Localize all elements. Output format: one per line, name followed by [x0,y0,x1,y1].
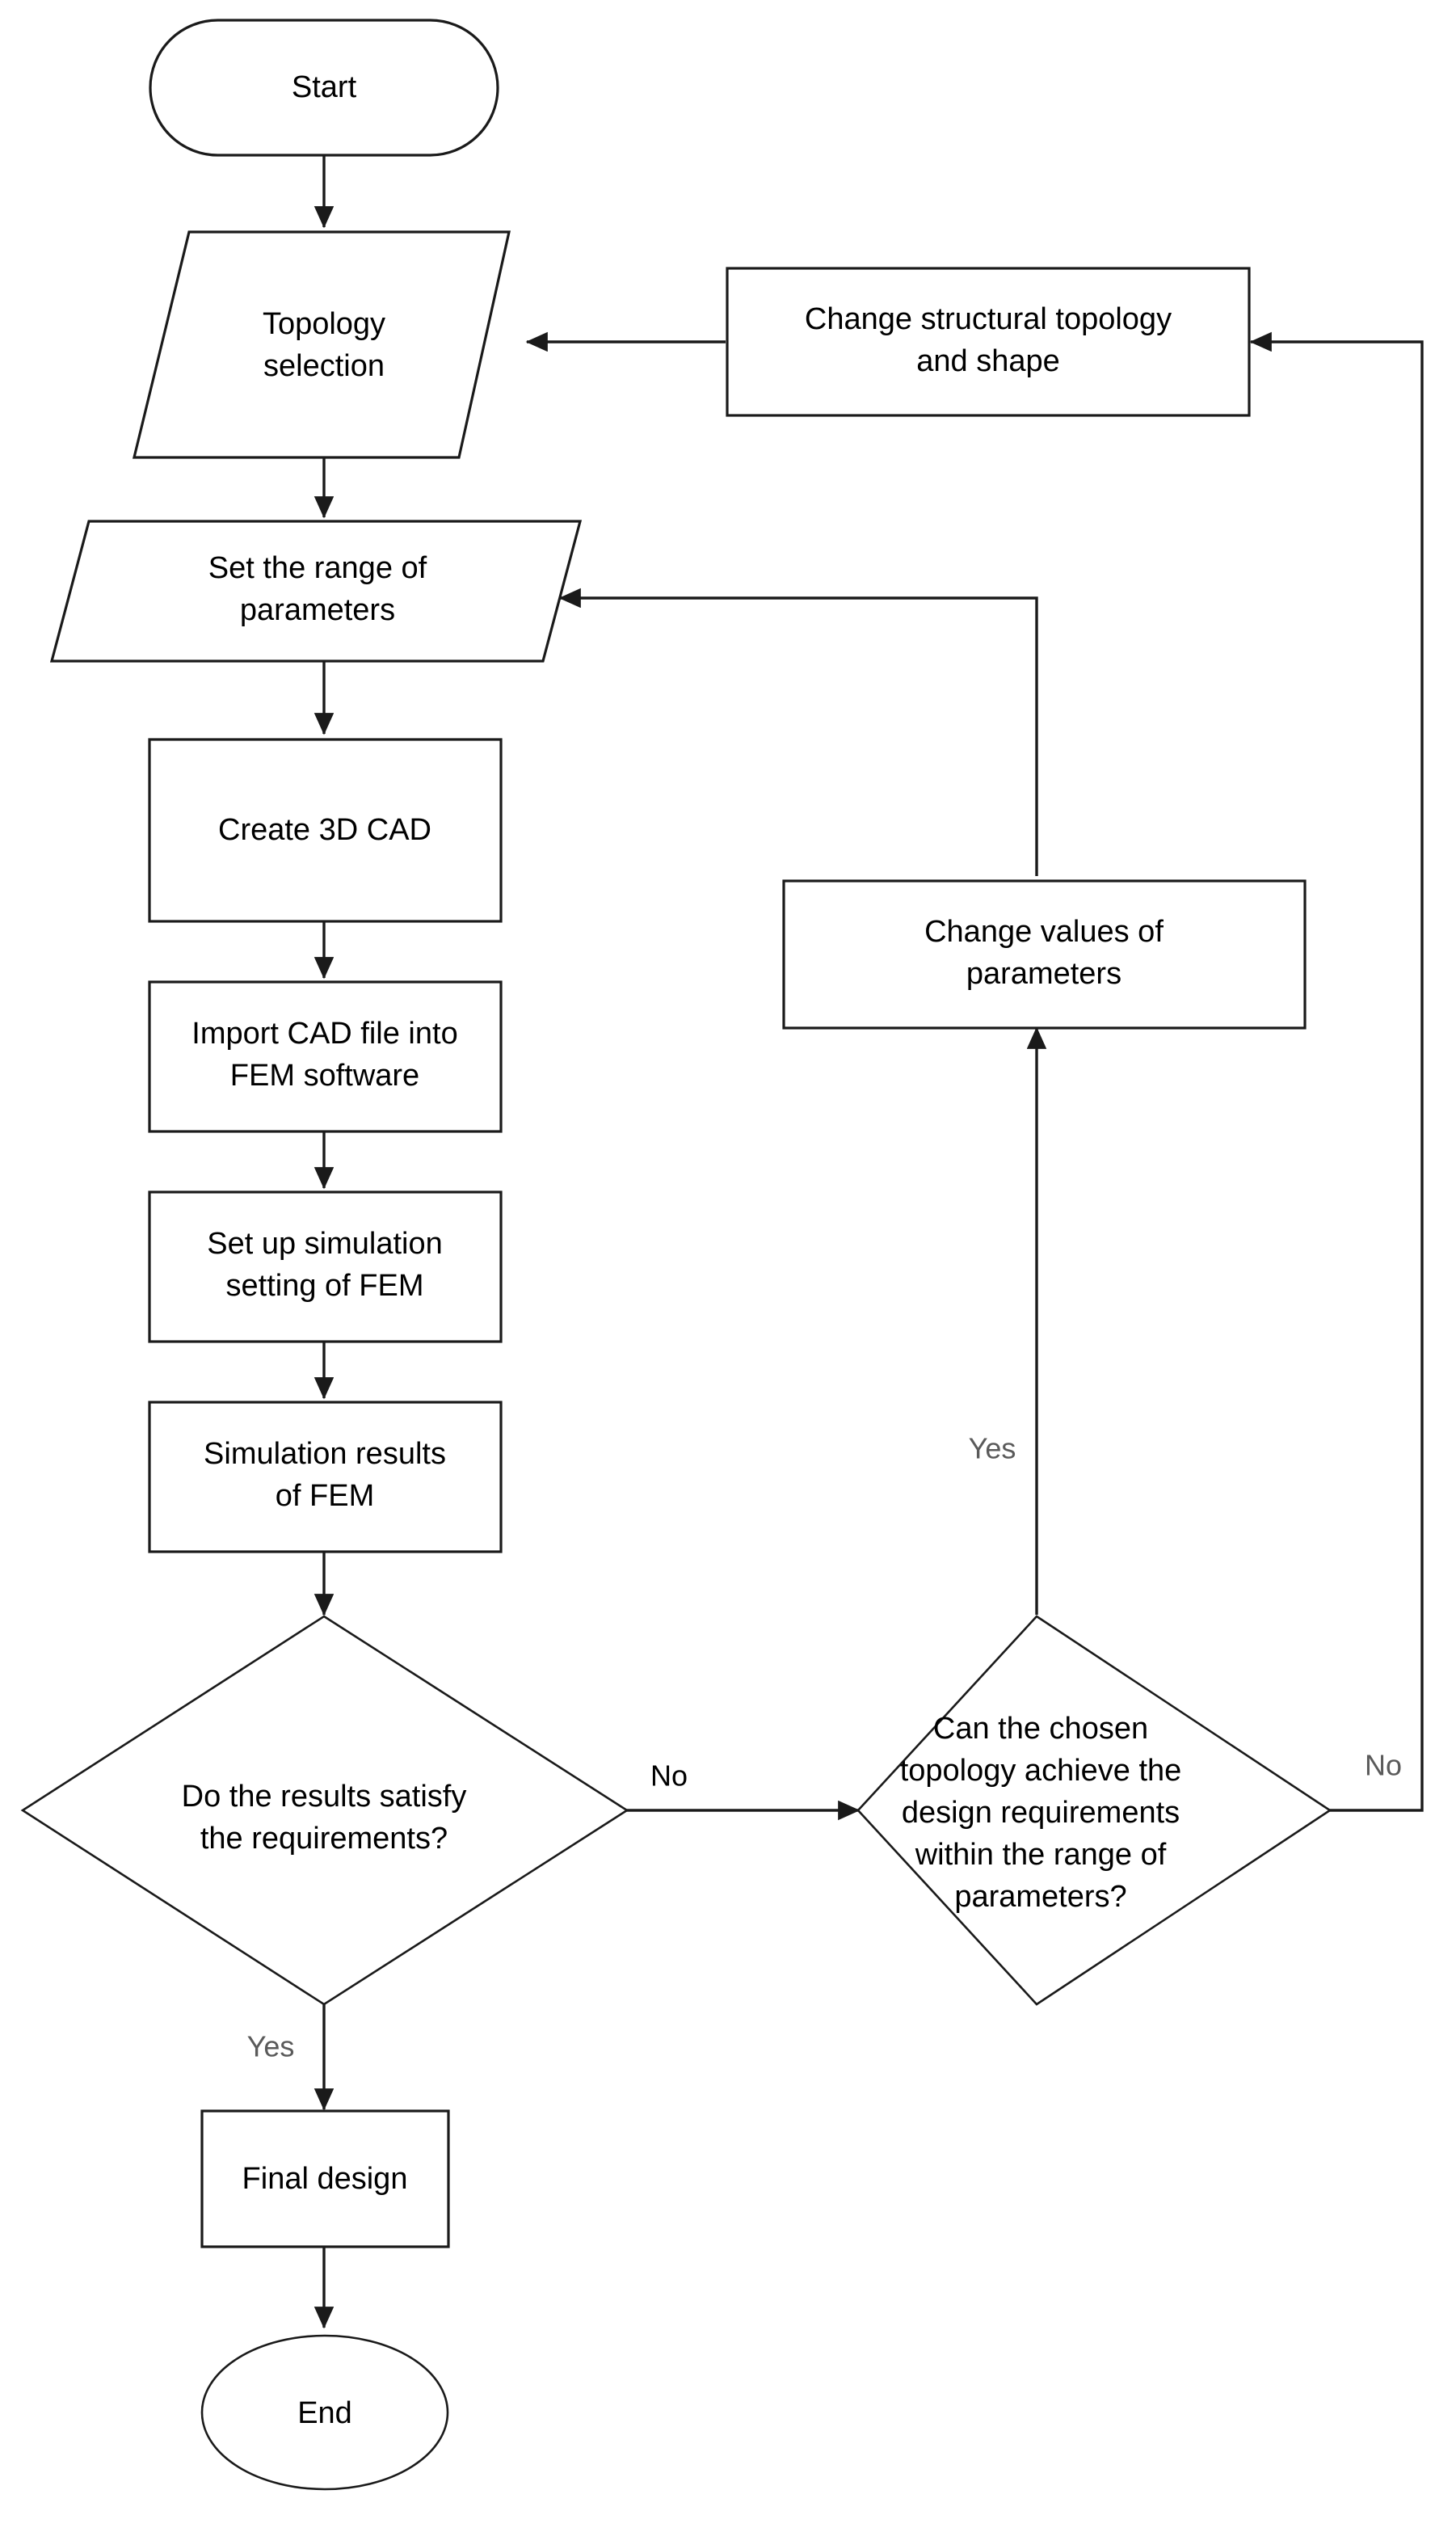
node-decision-topology-line1: Can the chosen [933,1712,1148,1746]
node-final-design[interactable]: Final design [200,2109,450,2248]
node-import-cad-line1: Import CAD file into [191,1017,457,1051]
node-topology-selection[interactable]: Topology selection [132,230,511,459]
node-decision-results-line2: the requirements? [200,1822,448,1856]
edge-label-results-no: No [650,1759,688,1793]
node-start-label: Start [292,70,357,104]
node-change-values-of-parameters[interactable]: Change values of parameters [782,879,1307,1030]
node-change-values-line1: Change values of [924,915,1164,949]
node-decision-topology-line5: parameters? [954,1880,1126,1914]
node-setup-simulation[interactable]: Set up simulation setting of FEM [148,1190,503,1343]
node-change-structural-topology[interactable]: Change structural topology and shape [726,267,1251,417]
node-simulation-results-line1: Simulation results [204,1437,446,1471]
node-simulation-results[interactable]: Simulation results of FEM [148,1401,503,1553]
node-setup-simulation-line2: setting of FEM [226,1269,424,1303]
node-simulation-results-line2: of FEM [276,1479,374,1513]
node-create-3d-cad-label: Create 3D CAD [218,813,431,847]
edge-changevalues-to-setrange [558,588,1038,876]
edge-label-results-yes: Yes [247,2030,295,2063]
node-set-range-line2: parameters [240,593,395,627]
edge-label-topology-yes: Yes [969,1432,1016,1465]
node-import-cad-file[interactable]: Import CAD file into FEM software [148,980,503,1133]
node-change-values-line2: parameters [966,957,1121,991]
node-topology-selection-line2: selection [263,349,385,383]
node-end-label: End [297,2396,352,2430]
node-decision-topology-achieve[interactable]: Can the chosen topology achieve the desi… [856,1615,1332,2006]
node-setup-simulation-line1: Set up simulation [207,1227,443,1261]
node-decision-topology-line2: topology achieve the [900,1754,1182,1788]
node-set-range-line1: Set the range of [208,551,427,585]
node-topology-selection-line1: Topology [263,307,385,341]
node-set-range-of-parameters[interactable]: Set the range of parameters [49,520,583,663]
node-end[interactable]: End [200,2334,449,2491]
node-decision-results-satisfy[interactable]: Do the results satisfy the requirements? [20,1615,629,2006]
node-create-3d-cad[interactable]: Create 3D CAD [148,738,503,923]
node-change-structural-line2: and shape [916,344,1060,378]
node-start[interactable]: Start [149,19,499,157]
node-decision-topology-line3: design requirements [902,1796,1180,1830]
node-decision-results-line1: Do the results satisfy [182,1780,467,1814]
node-decision-topology-line4: within the range of [915,1838,1167,1872]
edge-label-topology-no: No [1365,1749,1402,1782]
node-final-design-label: Final design [242,2162,408,2196]
edge-topology-no-to-changestructural [1249,331,1424,1812]
node-import-cad-line2: FEM software [230,1059,419,1093]
node-change-structural-line1: Change structural topology [805,302,1172,336]
